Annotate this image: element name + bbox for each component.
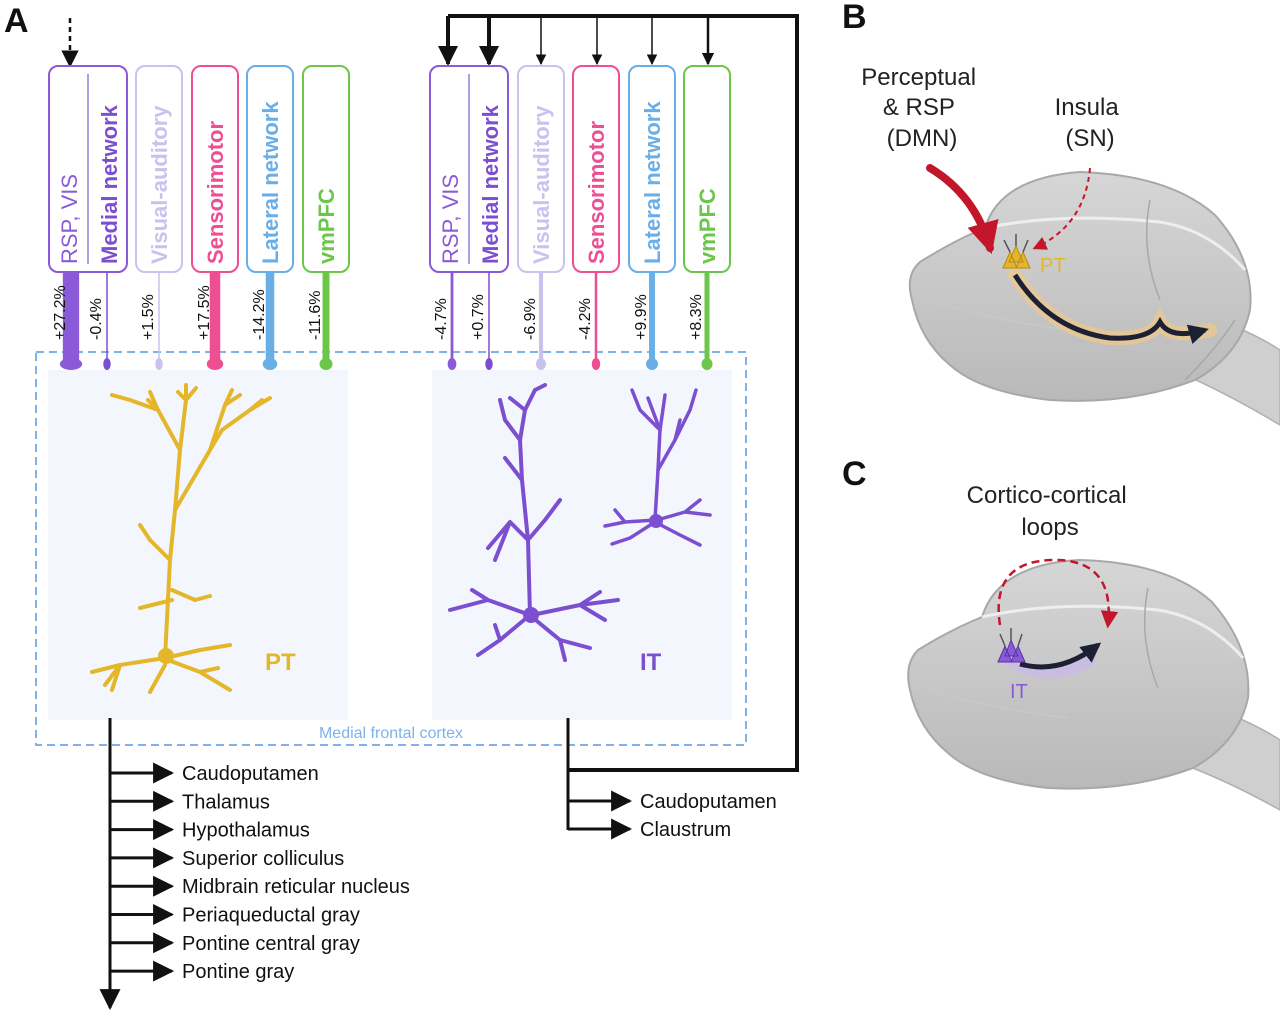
synapse-bouton <box>59 358 83 370</box>
target-label: Thalamus <box>182 791 270 813</box>
pt-network-group: RSP, VIS Medial network +27.2% Visual-audit… <box>48 65 350 370</box>
pt-label-b: PT <box>1040 255 1066 277</box>
target-label: Pontine gray <box>182 961 294 983</box>
network-label: Lateral network <box>258 101 283 264</box>
it-projection-arrow <box>1019 642 1102 670</box>
network-label: vmPFC <box>314 188 339 264</box>
synapse-bouton <box>447 358 457 370</box>
sn-input-label: Insula (SN) <box>1055 94 1126 152</box>
pt-cell-background <box>48 370 348 720</box>
region-label: Medial frontal cortex <box>319 725 463 742</box>
it-cell-background <box>432 370 732 720</box>
target-label: Caudoputamen <box>182 763 319 785</box>
synapse-bouton <box>646 358 658 370</box>
pt-cell-label: PT <box>265 649 296 676</box>
projection-value: -4.2% <box>577 298 594 340</box>
it-neuron-small <box>603 388 712 547</box>
projection-value: -11.6% <box>307 290 324 340</box>
network-label: Visual-auditory <box>529 105 554 264</box>
medial-network-label: Medial network <box>478 104 503 264</box>
synapse-bouton <box>319 358 333 370</box>
synapse-bouton <box>485 358 493 370</box>
medial-frontal-cortex-region <box>35 351 747 746</box>
panel-label-b: B <box>842 0 867 36</box>
synapse-bouton <box>535 358 547 370</box>
target-label: Midbrain reticular nucleus <box>182 876 410 898</box>
it-cell-label: IT <box>640 649 662 676</box>
projection-value: +27.2% <box>52 285 69 340</box>
synapse-bouton <box>206 358 224 370</box>
loop-title: Cortico-cortical loops <box>967 482 1134 541</box>
network-label: Sensorimotor <box>584 121 609 264</box>
projection-value: +8.3% <box>688 294 705 340</box>
synapse-bouton <box>103 358 111 370</box>
synapse-bouton <box>591 358 601 370</box>
synapse-bouton <box>155 358 163 370</box>
it-neuron-large <box>448 383 620 662</box>
projection-value: +0.7% <box>470 294 487 340</box>
projection-value: -6.9% <box>522 298 539 340</box>
projection-value: +17.5% <box>196 285 213 340</box>
projection-value: -4.7% <box>433 298 450 340</box>
cortico-cortical-loop-arrow <box>997 558 1119 629</box>
target-label: Claustrum <box>640 819 731 841</box>
dmn-input-label: Perceptual & RSP (DMN) <box>861 64 982 152</box>
it-feedback-loop <box>438 14 799 772</box>
brain-c <box>907 558 1280 811</box>
target-label: Hypothalamus <box>182 820 310 842</box>
network-label: Lateral network <box>640 101 665 264</box>
pt-target-list: CaudoputamenThalamusHypothalamusSuperior… <box>110 762 410 983</box>
sn-input-arrow <box>1032 167 1091 250</box>
target-label: Caudoputamen <box>640 791 777 813</box>
panel-label-a: A <box>4 2 29 40</box>
pt-cells-b <box>1002 234 1031 269</box>
projection-value: +9.9% <box>633 294 650 340</box>
network-label: RSP, VIS <box>438 174 463 264</box>
panel-label-c: C <box>842 455 867 493</box>
it-soma-small <box>649 514 663 528</box>
it-soma-large <box>523 607 539 623</box>
network-label: Visual-auditory <box>147 105 172 264</box>
network-label: vmPFC <box>695 188 720 264</box>
brain-b <box>908 170 1280 426</box>
medial-network-label: Medial network <box>97 104 122 264</box>
projection-value: -0.4% <box>88 298 105 340</box>
network-label: RSP, VIS <box>57 174 82 264</box>
synapse-bouton <box>262 358 278 370</box>
pt-soma <box>158 648 174 664</box>
pt-projection-arrow <box>1012 273 1209 345</box>
pt-neuron <box>90 383 272 694</box>
target-label: Superior colliculus <box>182 848 344 870</box>
projection-value: +1.5% <box>140 294 157 340</box>
projection-value: -14.2% <box>251 289 268 340</box>
network-label: Sensorimotor <box>203 121 228 264</box>
it-network-group: RSP, VIS Medial network -4.7% Visual-audito… <box>429 65 731 370</box>
it-label-c: IT <box>1010 681 1028 703</box>
it-cells-c <box>997 628 1026 663</box>
synapse-bouton <box>701 358 713 370</box>
it-projection-glow <box>1004 654 1096 679</box>
dmn-input-arrow <box>926 164 999 255</box>
target-label: Pontine central gray <box>182 933 360 955</box>
target-label: Periaqueductal gray <box>182 905 360 927</box>
